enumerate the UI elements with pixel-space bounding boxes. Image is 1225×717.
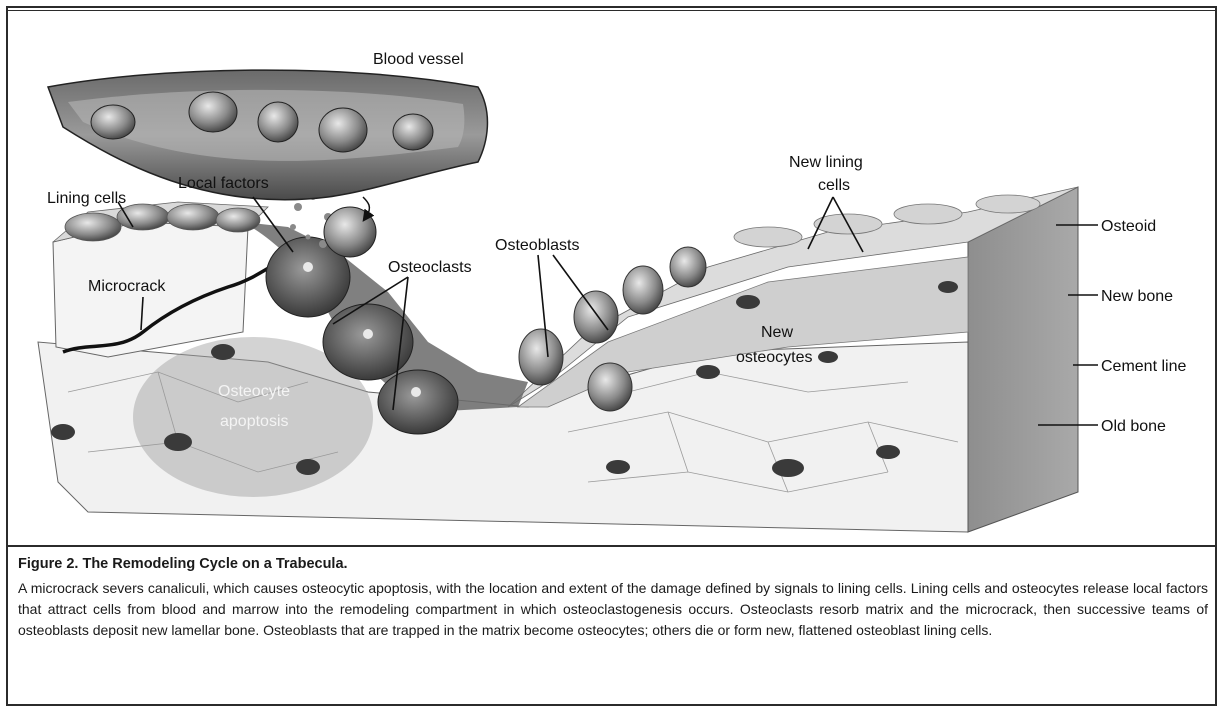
label-lining-cells: Lining cells xyxy=(47,190,126,207)
label-new-bone: New bone xyxy=(1101,288,1173,305)
figure-caption: Figure 2. The Remodeling Cycle on a Trab… xyxy=(18,556,1208,641)
label-old-bone: Old bone xyxy=(1101,418,1166,435)
label-osteoid: Osteoid xyxy=(1101,218,1156,235)
caption-divider xyxy=(6,545,1217,547)
caption-title: Figure 2. The Remodeling Cycle on a Trab… xyxy=(18,556,1208,572)
caption-body: A microcrack severs canaliculi, which ca… xyxy=(18,578,1208,641)
label-osteocyte-apoptosis-1: Osteocyte xyxy=(218,383,290,400)
label-new-osteocytes-1: New xyxy=(761,324,793,341)
trabecula-illustration: Blood vessel Lining cells Local factors … xyxy=(8,12,1215,545)
label-osteoblasts: Osteoblasts xyxy=(495,237,579,254)
label-blood-vessel: Blood vessel xyxy=(373,51,464,68)
label-local-factors: Local factors xyxy=(178,175,269,192)
label-new-lining-cells-1: New lining xyxy=(789,154,863,171)
label-new-osteocytes-2: osteocytes xyxy=(736,349,812,366)
top-rule xyxy=(6,10,1217,11)
illustration: Blood vessel Lining cells Local factors … xyxy=(8,12,1215,545)
label-cement-line: Cement line xyxy=(1101,358,1186,375)
label-osteocyte-apoptosis-2: apoptosis xyxy=(220,413,289,430)
label-microcrack: Microcrack xyxy=(88,278,166,295)
label-new-lining-cells-2: cells xyxy=(818,177,850,194)
label-osteoclasts: Osteoclasts xyxy=(388,259,472,276)
